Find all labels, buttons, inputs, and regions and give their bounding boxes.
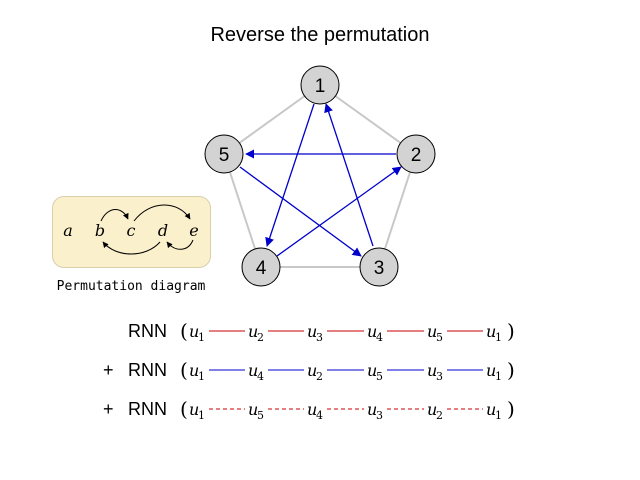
node-5: 5 [204, 134, 244, 174]
seq-sub-6: 1 [495, 370, 502, 383]
seq-sub-4: 5 [376, 370, 383, 383]
seq-sub-2: 4 [257, 370, 264, 383]
seq-var-1: u [189, 361, 199, 380]
seq-var-6: u [486, 361, 496, 380]
perm-letter-b: b [95, 221, 105, 240]
node-2: 2 [396, 134, 436, 174]
perm-letter-c: c [127, 221, 136, 240]
perm-arc-e-d [166, 239, 194, 250]
seq-var-3: u [307, 322, 317, 341]
arrow-5-to-3 [239, 166, 362, 257]
seq-var-5: u [427, 400, 437, 419]
seq-sub-5: 3 [436, 370, 443, 383]
rnn-label: RNN [128, 399, 167, 419]
seq-sub-6: 1 [495, 409, 502, 422]
seq-sub-3: 4 [316, 409, 323, 422]
close-paren: ) [507, 319, 515, 343]
svg-text:4: 4 [256, 258, 267, 279]
seq-sub-3: 3 [316, 331, 323, 344]
seq-var-1: u [189, 400, 199, 419]
seq-var-2: u [248, 361, 258, 380]
perm-letter-d: d [158, 221, 168, 240]
seq-sub-4: 3 [376, 409, 383, 422]
svg-text:2: 2 [411, 145, 422, 166]
rnn-label: RNN [128, 321, 167, 341]
arrow-1-to-4 [265, 103, 315, 247]
perm-letter-e: e [189, 221, 198, 240]
row-prefix: + [103, 360, 114, 380]
svg-text:5: 5 [219, 145, 230, 166]
seq-var-1: u [189, 322, 199, 341]
seq-var-4: u [367, 400, 377, 419]
seq-sub-5: 5 [436, 331, 443, 344]
node-1: 1 [300, 65, 340, 105]
seq-sub-1: 1 [198, 331, 205, 344]
node-4: 4 [241, 247, 281, 287]
open-paren: ( [180, 397, 188, 421]
pentagon-outline [222, 83, 418, 268]
seq-sub-3: 2 [316, 370, 323, 383]
seq-sub-4: 4 [376, 331, 383, 344]
row-prefix: + [103, 399, 114, 419]
seq-var-2: u [248, 400, 258, 419]
page-title: Reverse the permutation [210, 24, 430, 46]
open-paren: ( [180, 319, 188, 343]
perm-letter-a: a [63, 221, 73, 240]
close-paren: ) [507, 358, 515, 382]
seq-sub-2: 5 [257, 409, 264, 422]
seq-var-3: u [307, 361, 317, 380]
seq-sub-1: 1 [198, 409, 205, 422]
seq-var-5: u [427, 322, 437, 341]
seq-var-5: u [427, 361, 437, 380]
permutation-caption: Permutation diagram [56, 279, 206, 294]
seq-var-3: u [307, 400, 317, 419]
arrow-3-to-1 [324, 103, 374, 247]
perm-arc-c-e [133, 204, 191, 222]
rnn-label: RNN [128, 360, 167, 380]
svg-text:3: 3 [374, 258, 385, 279]
seq-sub-1: 1 [198, 370, 205, 383]
seq-sub-5: 2 [436, 409, 443, 422]
permutation-diagram-panel [52, 196, 211, 268]
seq-sub-6: 1 [495, 331, 502, 344]
seq-var-4: u [367, 322, 377, 341]
svg-text:1: 1 [315, 76, 326, 97]
seq-sub-2: 2 [257, 331, 264, 344]
close-paren: ) [507, 397, 515, 421]
seq-var-2: u [248, 322, 258, 341]
perm-arc-b-c [100, 209, 129, 222]
open-paren: ( [180, 358, 188, 382]
seq-var-6: u [486, 400, 496, 419]
seq-var-6: u [486, 322, 496, 341]
arrow-4-to-2 [276, 166, 402, 257]
node-3: 3 [359, 247, 399, 287]
seq-var-4: u [367, 361, 377, 380]
perm-arc-d-b [102, 241, 161, 255]
